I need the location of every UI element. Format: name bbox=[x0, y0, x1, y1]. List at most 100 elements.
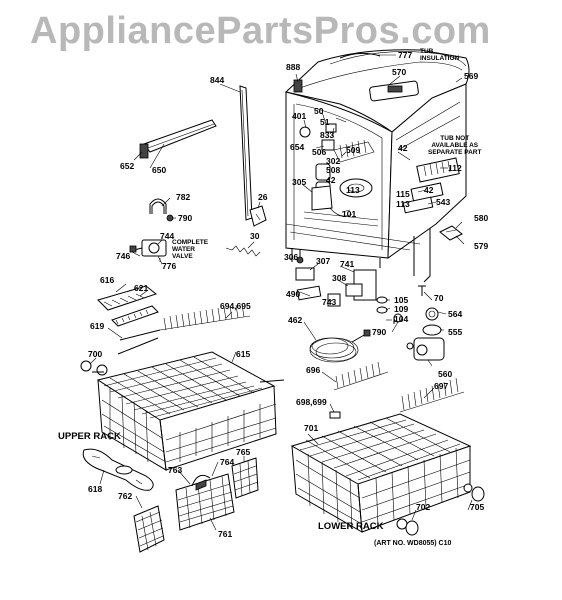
clip-698 bbox=[329, 411, 341, 419]
callout-307: 307 bbox=[316, 256, 331, 266]
lower-rack-701 bbox=[290, 413, 472, 533]
spring-30 bbox=[225, 245, 261, 257]
callout-305: 305 bbox=[292, 177, 307, 187]
callout-560: 560 bbox=[438, 369, 453, 379]
small-hardware bbox=[376, 285, 445, 361]
roller-700 bbox=[80, 360, 108, 376]
callout-564: 564 bbox=[448, 309, 463, 319]
callout-790-lower: 790 bbox=[372, 327, 387, 337]
callout-51: 51 bbox=[320, 117, 330, 127]
callout-702: 702 bbox=[416, 502, 431, 512]
callout-112: 112 bbox=[448, 163, 462, 173]
callout-462: 462 bbox=[288, 315, 303, 325]
callout-555: 555 bbox=[448, 327, 463, 337]
door-gasket bbox=[239, 85, 253, 221]
callout-844: 844 bbox=[210, 75, 225, 85]
callout-743: 743 bbox=[322, 297, 337, 307]
callout-70: 70 bbox=[434, 293, 444, 303]
callout-764: 764 bbox=[220, 457, 235, 467]
callout-570: 570 bbox=[392, 67, 407, 77]
spray-arm-618 bbox=[82, 448, 154, 491]
callout-761: 761 bbox=[218, 529, 233, 539]
callout-741: 741 bbox=[340, 259, 355, 269]
heading-upper-rack: UPPER RACK bbox=[58, 431, 121, 442]
basket-763 bbox=[175, 473, 235, 531]
callout-105: 105 bbox=[394, 295, 409, 305]
lower-bracket-parts bbox=[295, 256, 377, 307]
tub-assembly bbox=[284, 49, 470, 283]
shelf-616 bbox=[97, 285, 161, 341]
callout-697: 697 bbox=[434, 381, 449, 391]
callout-615: 615 bbox=[236, 349, 251, 359]
callout-763: 763 bbox=[168, 465, 183, 475]
upper-rack-615 bbox=[92, 351, 285, 471]
callout-616: 616 bbox=[100, 275, 115, 285]
callout-833: 833 bbox=[320, 130, 335, 140]
callout-705: 705 bbox=[470, 502, 485, 512]
callout-308: 308 bbox=[332, 273, 347, 283]
callout-104: 104 bbox=[394, 314, 409, 324]
hinge-580 bbox=[439, 225, 463, 241]
callout-619: 619 bbox=[90, 321, 105, 331]
callout-776: 776 bbox=[162, 261, 177, 271]
callout-580: 580 bbox=[474, 213, 489, 223]
wheels-702-705 bbox=[396, 483, 485, 536]
callout-888: 888 bbox=[286, 62, 301, 72]
callout-509: 509 bbox=[346, 145, 361, 155]
callout-50: 50 bbox=[314, 106, 324, 116]
leader-lines bbox=[89, 54, 473, 531]
hose-782 bbox=[149, 198, 174, 222]
tines-694 bbox=[117, 303, 251, 355]
basket-765 bbox=[231, 457, 259, 499]
callout-762: 762 bbox=[118, 491, 133, 501]
callout-650: 650 bbox=[152, 165, 167, 175]
callout-306: 306 bbox=[284, 252, 299, 262]
art-number: (ART NO. WD8055) C10 bbox=[374, 540, 452, 547]
callout-42-right: 42 bbox=[424, 185, 434, 195]
callout-30: 30 bbox=[250, 231, 260, 241]
callout-113-panel: 113 bbox=[396, 199, 410, 209]
callout-700: 700 bbox=[88, 349, 103, 359]
callout-652: 652 bbox=[120, 161, 135, 171]
callout-696: 696 bbox=[306, 365, 321, 375]
drain-hose-462 bbox=[309, 329, 371, 363]
clip-26 bbox=[249, 205, 267, 227]
note-tub-insulation: TUB INSULATION bbox=[420, 48, 460, 62]
callout-115: 115 bbox=[396, 189, 410, 199]
callout-698-699: 698,699 bbox=[296, 397, 327, 407]
callout-26: 26 bbox=[258, 192, 268, 202]
callout-490: 490 bbox=[286, 289, 301, 299]
callout-302: 302 bbox=[326, 156, 341, 166]
callout-569: 569 bbox=[464, 71, 479, 81]
basket-762 bbox=[133, 505, 165, 553]
note-complete-water-valve: COMPLETE WATER VALVE bbox=[172, 239, 209, 260]
callout-113-motor: 113 bbox=[346, 185, 360, 195]
tines-697 bbox=[399, 377, 465, 413]
callout-101: 101 bbox=[342, 209, 357, 219]
callout-782: 782 bbox=[176, 192, 191, 202]
callout-508: 508 bbox=[326, 165, 341, 175]
water-valve-744 bbox=[129, 239, 167, 265]
callout-654: 654 bbox=[290, 142, 305, 152]
callout-42-middle: 42 bbox=[326, 175, 336, 185]
note-tub-not-available: TUB NOT AVAILABLE AS SEPARATE PART bbox=[428, 135, 482, 156]
callout-543: 543 bbox=[436, 197, 451, 207]
callout-42-upper: 42 bbox=[398, 143, 408, 153]
callout-618: 618 bbox=[88, 484, 103, 494]
callout-744: 744 bbox=[160, 231, 175, 241]
tines-696 bbox=[333, 361, 389, 391]
callout-506: 506 bbox=[312, 147, 327, 157]
callout-701: 701 bbox=[304, 423, 319, 433]
watermark: AppliancePartsPros.com bbox=[30, 10, 491, 52]
callout-579: 579 bbox=[474, 241, 489, 251]
heading-lower-rack: LOWER RACK bbox=[318, 521, 384, 532]
callout-621: 621 bbox=[134, 283, 149, 293]
callout-777: 777 bbox=[398, 50, 413, 60]
callout-790-upper: 790 bbox=[178, 213, 193, 223]
callout-401: 401 bbox=[292, 111, 307, 121]
rail-650 bbox=[139, 119, 217, 159]
callout-765: 765 bbox=[236, 447, 251, 457]
callout-694-695: 694,695 bbox=[220, 301, 251, 311]
